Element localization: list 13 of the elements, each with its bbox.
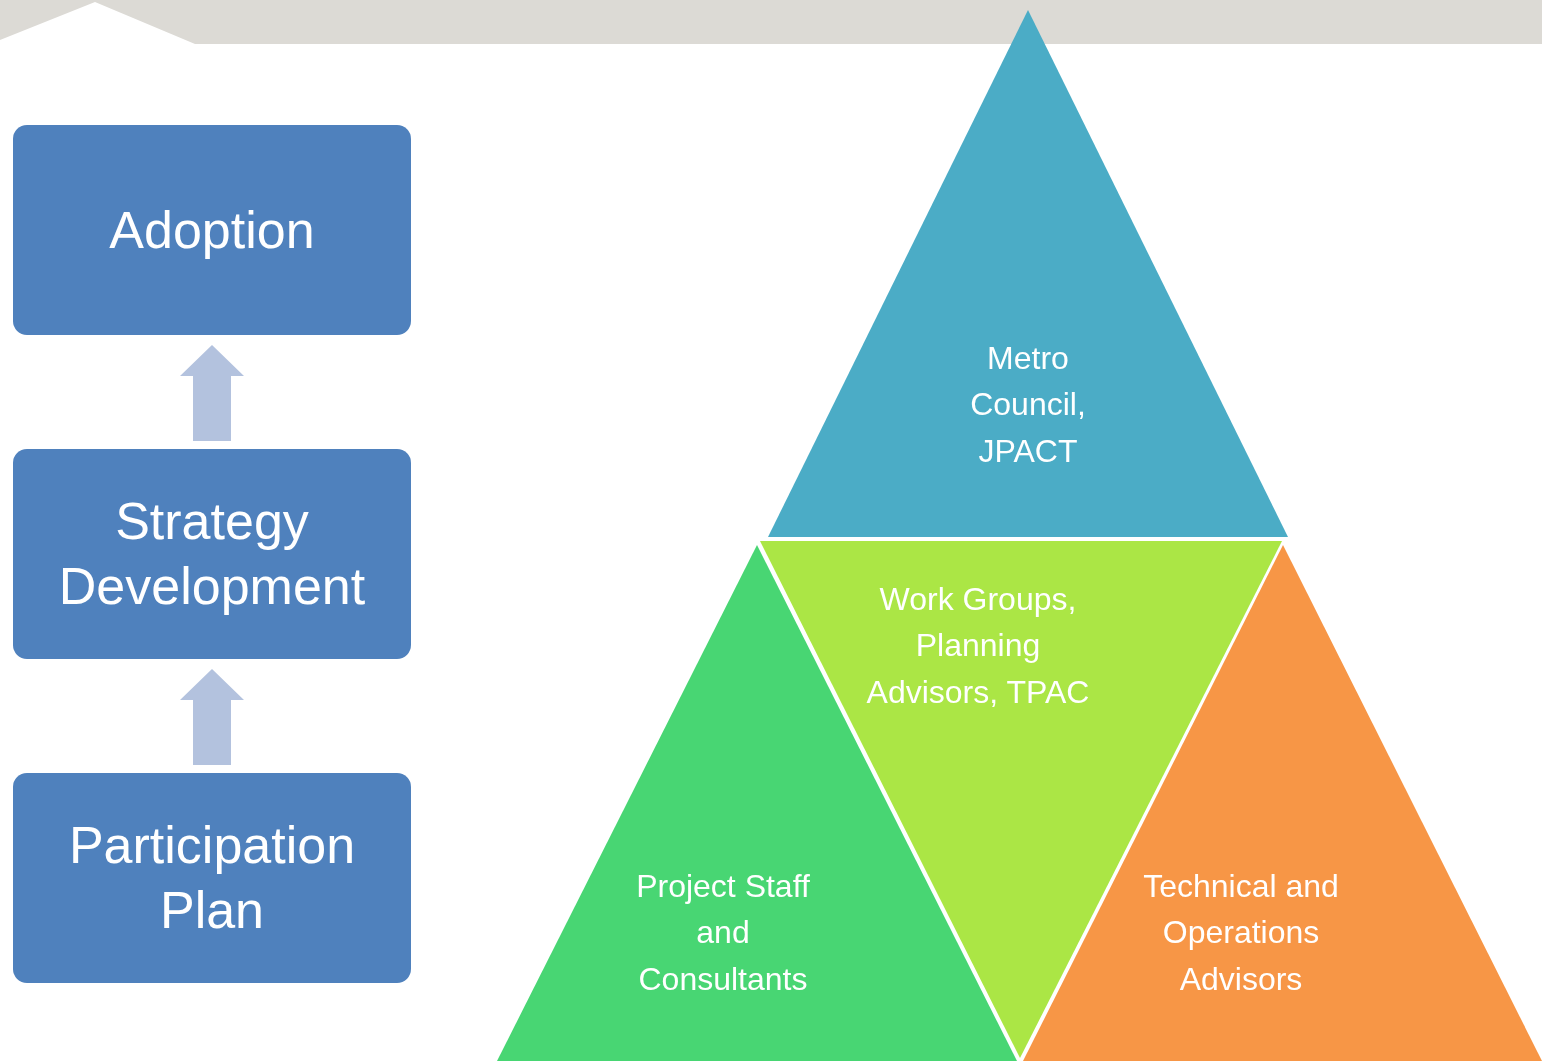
block-arrow: [180, 669, 244, 765]
segment-label: Project Staff and Consultants: [635, 867, 811, 999]
process-box: [13, 125, 411, 335]
triangle-segment: [768, 10, 1288, 537]
box-label: Adoption: [109, 199, 315, 261]
box-label: Participation Plan: [67, 815, 357, 941]
process-box: [13, 449, 411, 659]
segment-label: Technical and Operations Advisors: [1142, 867, 1340, 999]
segment-label: Work Groups, Planning Advisors, TPAC: [865, 580, 1091, 712]
process-box: [13, 773, 411, 983]
box-label: Strategy Development: [57, 491, 367, 617]
block-arrow: [180, 345, 244, 441]
segment-label: Metro Council, JPACT: [969, 339, 1087, 471]
